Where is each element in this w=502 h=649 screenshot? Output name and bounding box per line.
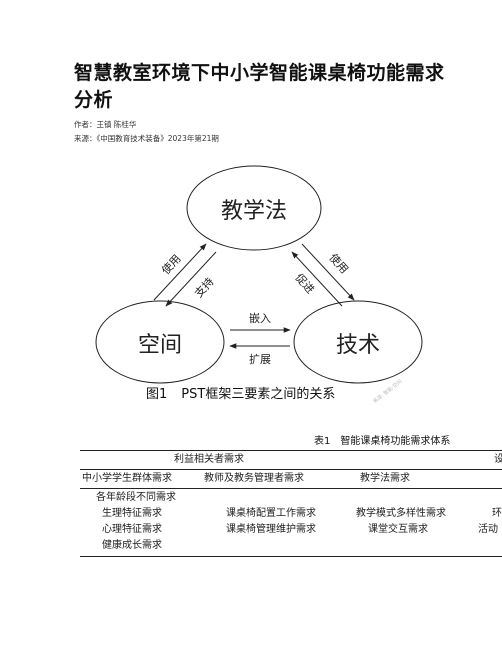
label-left-inner: 支持 bbox=[191, 274, 216, 300]
table-cell-pedagogy-1: 课堂交互需求 bbox=[368, 524, 428, 535]
node-pedagogy-ellipse bbox=[186, 165, 322, 251]
article-author: 作者：王镇 陈桂华 bbox=[74, 120, 137, 129]
table-cell-student-3: 健康成长需求 bbox=[102, 540, 162, 551]
table-cell-env-0: 环 bbox=[492, 508, 502, 519]
article-title-line2: 分析 bbox=[74, 89, 114, 111]
figure-caption-number: 图1 bbox=[146, 387, 168, 402]
table-cell-student-1: 生理特征需求 bbox=[102, 508, 162, 519]
table-subheader-pedagogy: 教学法需求 bbox=[360, 473, 410, 484]
table-caption-text: 智能课桌椅功能需求体系 bbox=[340, 436, 451, 447]
label-bottom-top: 嵌入 bbox=[249, 312, 271, 325]
label-right-inner: 促进 bbox=[292, 270, 317, 296]
table-caption-number: 表1 bbox=[314, 436, 331, 447]
table-rule-bottom bbox=[80, 556, 502, 557]
node-space-ellipse bbox=[95, 300, 225, 384]
figure-caption: 图1 PST框架三要素之间的关系 bbox=[146, 383, 335, 402]
arrow-technology-to-pedagogy bbox=[291, 251, 343, 307]
pst-framework-diagram: 教学法 空间 技术 使用 支持 使用 促进 嵌入 扩展 bbox=[95, 165, 423, 384]
figure-caption-text: PST框架三要素之间的关系 bbox=[181, 387, 336, 402]
table-rule-subheader bbox=[80, 488, 502, 489]
table-subheader-teachers: 教师及教务管理者需求 bbox=[204, 473, 304, 484]
arrow-pedagogy-to-technology bbox=[301, 243, 355, 301]
table-subheader-students: 中小学学生群体需求 bbox=[82, 473, 172, 484]
article-title-line1: 智慧教室环境下中小学智能课桌椅功能需求 bbox=[74, 62, 445, 84]
table-rule-top bbox=[80, 450, 502, 451]
table-cell-env-1: 活动 bbox=[478, 524, 498, 535]
table-header-design-clipped: 设 bbox=[494, 454, 502, 465]
article-source: 来源：《中国教育技术装备》2023年第21期 bbox=[74, 134, 219, 143]
table-rule-header bbox=[80, 469, 502, 470]
table-cell-student-0: 各年龄段不同需求 bbox=[96, 492, 176, 503]
table-cell-teacher-1: 课桌椅管理维护需求 bbox=[226, 524, 316, 535]
table-caption: 表1 智能课桌椅功能需求体系 bbox=[314, 432, 450, 447]
table-cell-pedagogy-0: 教学模式多样性需求 bbox=[356, 508, 446, 519]
arrow-space-to-pedagogy bbox=[153, 243, 207, 301]
label-bottom-bottom: 扩展 bbox=[249, 352, 271, 366]
table-cell-teacher-0: 课桌椅配置工作需求 bbox=[226, 508, 316, 519]
arrow-pedagogy-to-space bbox=[165, 251, 217, 307]
article-title: 智慧教室环境下中小学智能课桌椅功能需求 分析 bbox=[74, 60, 474, 114]
label-right-outer: 使用 bbox=[326, 251, 350, 276]
table-cell-student-2: 心理特征需求 bbox=[102, 524, 162, 535]
node-space-label: 空间 bbox=[138, 333, 182, 358]
node-technology-label: 技术 bbox=[336, 333, 380, 358]
node-technology-ellipse bbox=[293, 300, 423, 384]
node-pedagogy-label: 教学法 bbox=[221, 199, 287, 224]
label-left-outer: 使用 bbox=[159, 252, 183, 277]
requirements-table: 利益相关者需求 设 中小学学生群体需求 教师及教务管理者需求 教学法需求 各年龄… bbox=[80, 448, 502, 568]
table-header-stakeholder: 利益相关者需求 bbox=[174, 454, 244, 465]
